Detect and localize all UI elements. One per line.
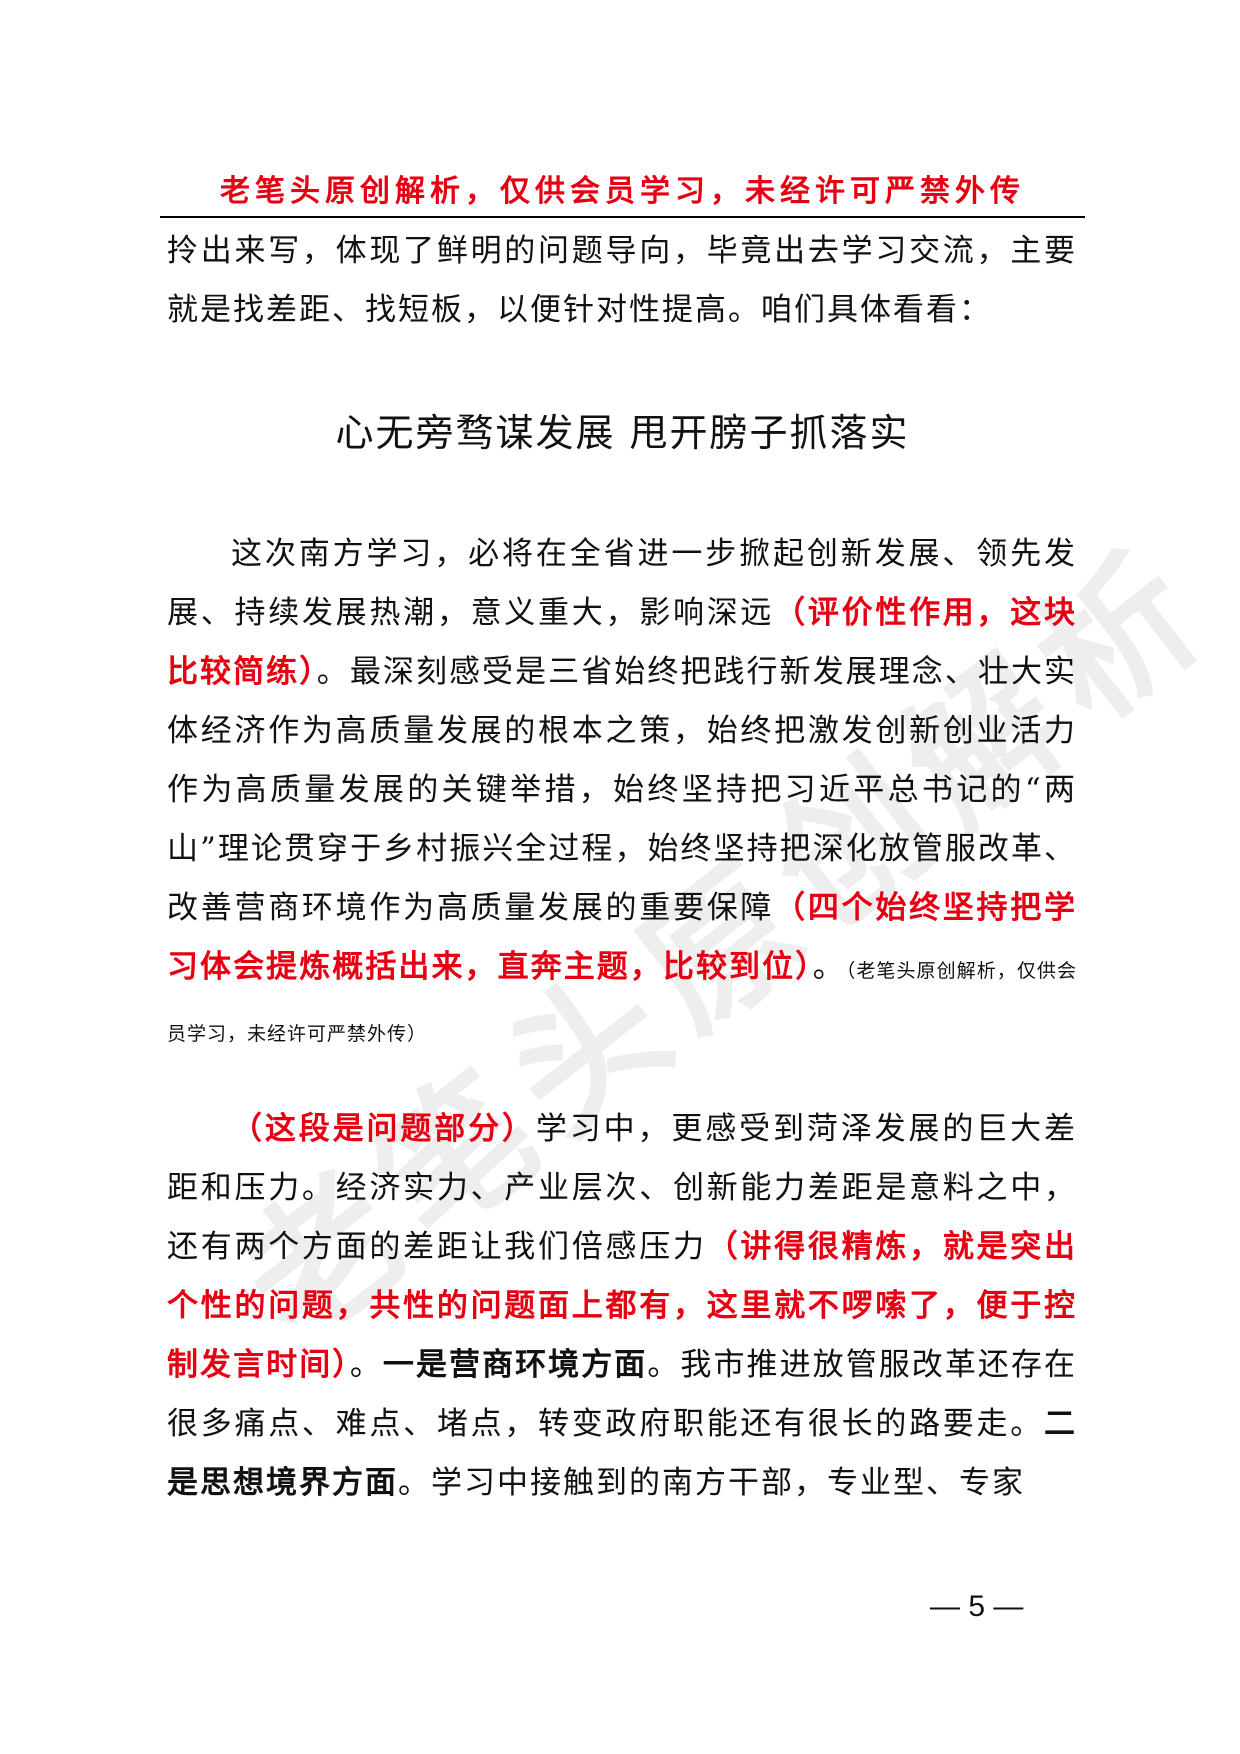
paragraph-2-text-a: 学习中，更感受到菏泽发展的巨大差距和压力。经济实力、产业层次、创新能力差距是意料… [167,1111,1077,1265]
paragraph-1-note-a: （评价性作用，这块比较简练） [167,595,1078,690]
paragraph-2-bold-b: 二是思想境界方面 [167,1406,1077,1501]
paragraph-2-note-b: （讲得很精炼，就是突出个性的问题，共性的问题面上都有，这里就不啰嗦了，便于控制发… [167,1229,1078,1383]
paragraph-1-text-c: 。 [812,949,846,985]
paragraph-2-text-d: 。学习中接触到的南方干部，专业型、专家 [398,1465,1025,1501]
paragraph-1-note-b: （四个始终坚持把学习体会提炼概括出来，直奔主题，比较到位） [167,890,1078,985]
paragraph-2: （这段是问题部分）学习中，更感受到菏泽发展的巨大差距和压力。经济实力、产业层次、… [167,1100,1077,1513]
paragraph-1-text-a: 这次南方学习，必将在全省进一步掀起创新发展、领先发展、持续发展热潮，意义重大，影… [167,536,1077,631]
article-title: 心无旁骛谋发展 甩开膀子抓落实 [335,411,910,455]
paragraph-2-bold-a: 一是营商环境方面 [382,1347,648,1383]
paragraph-1: 这次南方学习，必将在全省进一步掀起创新发展、领先发展、持续发展热潮，意义重大，影… [167,525,1077,1064]
header-notice: 老笔头原创解析，仅供会员学习，未经许可严禁外传 [220,174,1025,209]
paragraph-top: 拎出来写，体现了鲜明的问题导向，毕竟出去学习交流，主要就是找差距、找短板，以便针… [167,233,1077,328]
paragraph-2-text-c: 。我市推进放管服改革还存在很多痛点、难点、堵点，转变政府职能还有很长的路要走。 [167,1347,1078,1442]
paragraph-2-text-b: 。 [349,1347,383,1383]
paragraph-1-small-note: （老笔头原创解析，仅供会员学习，未经许可严禁外传） [167,960,1077,1045]
paragraph-2-note-a: （这段是问题部分） [231,1111,536,1147]
header-rule [160,216,1085,218]
paragraph-1-text-b: 。最深刻感受是三省始终把践行新发展理念、壮大实体经济作为高质量发展的根本之策，始… [167,654,1078,926]
page-number: — 5 — [930,1590,1024,1623]
